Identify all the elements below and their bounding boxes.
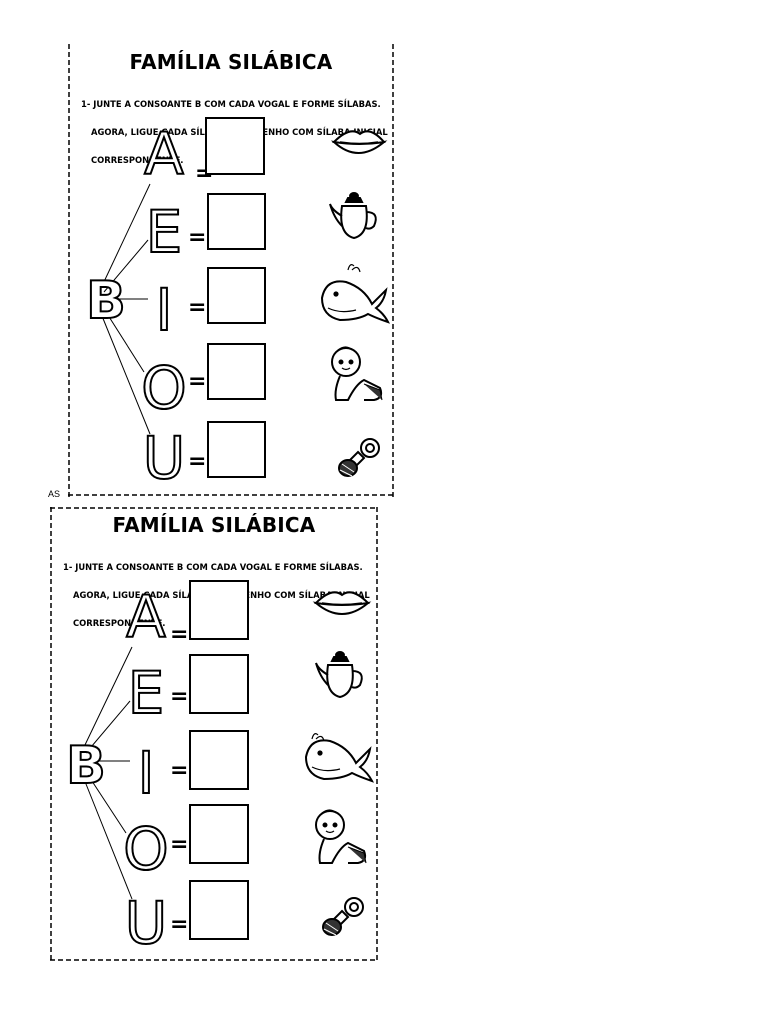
line-b-e xyxy=(85,700,131,754)
line-b-a xyxy=(101,183,151,287)
equals-sign: = xyxy=(170,622,188,647)
vowel-i: I xyxy=(155,276,172,344)
worksheet-1: FAMÍLIA SILÁBICA 1- JUNTE A CONSOANTE B … xyxy=(68,44,394,498)
connector-lines xyxy=(101,183,151,435)
line-b-u xyxy=(101,315,151,435)
answer-box-a[interactable] xyxy=(205,117,265,175)
dashed-border xyxy=(68,44,394,498)
syllable-diagram: B A E I O U = = = = = xyxy=(85,117,390,493)
vowel-a: A xyxy=(126,583,166,651)
equals-sign: = xyxy=(188,295,206,320)
vowel-o: O xyxy=(141,354,187,422)
dashed-border xyxy=(50,507,378,963)
stray-text: AS xyxy=(48,489,61,499)
equals-sign: = xyxy=(170,758,188,783)
answer-box-i[interactable] xyxy=(207,267,266,324)
line-b-o xyxy=(87,774,127,834)
vowel-e: E xyxy=(146,198,183,266)
worksheet-2: FAMÍLIA SILÁBICA 1- JUNTE A CONSOANTE B … xyxy=(50,507,378,963)
vowel-u: U xyxy=(143,424,185,492)
syllable-diagram: B A E I O U = = = = = xyxy=(65,580,374,958)
consonant-letter: B xyxy=(66,736,106,796)
whale-icon[interactable] xyxy=(304,733,374,783)
line-b-a xyxy=(83,646,133,748)
equals-sign: = xyxy=(170,832,188,857)
connector-lines xyxy=(83,646,133,900)
lips-icon[interactable] xyxy=(312,591,372,615)
pacifier-icon[interactable] xyxy=(322,897,364,936)
teapot-icon[interactable] xyxy=(329,192,377,240)
answer-box-a[interactable] xyxy=(189,580,249,640)
vowel-a: A xyxy=(144,120,184,188)
answer-box-o[interactable] xyxy=(189,804,249,864)
line-b-u xyxy=(83,778,133,900)
equals-sign: = xyxy=(170,684,188,709)
equals-sign: = xyxy=(188,369,206,394)
teapot-icon[interactable] xyxy=(315,651,363,699)
equals-sign: = xyxy=(188,225,206,250)
answer-box-i[interactable] xyxy=(189,730,249,790)
instruction-line-3: CORRESPONDENTE. xyxy=(91,154,184,165)
vowel-u: U xyxy=(125,889,167,957)
page-title: FAMÍLIA SILÁBICA xyxy=(112,513,316,537)
equals-sign: = xyxy=(170,912,188,937)
line-b-o xyxy=(105,311,145,373)
baby-icon[interactable] xyxy=(331,346,383,401)
consonant-letter: B xyxy=(86,271,126,331)
page-title: FAMÍLIA SILÁBICA xyxy=(129,50,333,74)
vowel-o: O xyxy=(123,815,169,883)
answer-box-u[interactable] xyxy=(189,880,249,940)
vowel-i: I xyxy=(137,739,154,807)
equals-sign: = xyxy=(188,449,206,474)
whale-icon[interactable] xyxy=(320,264,390,324)
lips-icon[interactable] xyxy=(330,130,388,154)
pacifier-icon[interactable] xyxy=(338,438,380,477)
answer-box-u[interactable] xyxy=(207,421,266,478)
instruction-line-1: 1- JUNTE A CONSOANTE B COM CADA VOGAL E … xyxy=(81,99,381,110)
answer-box-e[interactable] xyxy=(189,654,249,714)
vowel-e: E xyxy=(128,659,165,727)
instruction-line-1: 1- JUNTE A CONSOANTE B COM CADA VOGAL E … xyxy=(63,562,363,573)
instruction-line-3: CORRESPONDENTE. xyxy=(73,617,166,628)
baby-icon[interactable] xyxy=(315,809,367,864)
answer-box-e[interactable] xyxy=(207,193,266,250)
answer-box-o[interactable] xyxy=(207,343,266,400)
line-b-e xyxy=(103,239,149,293)
